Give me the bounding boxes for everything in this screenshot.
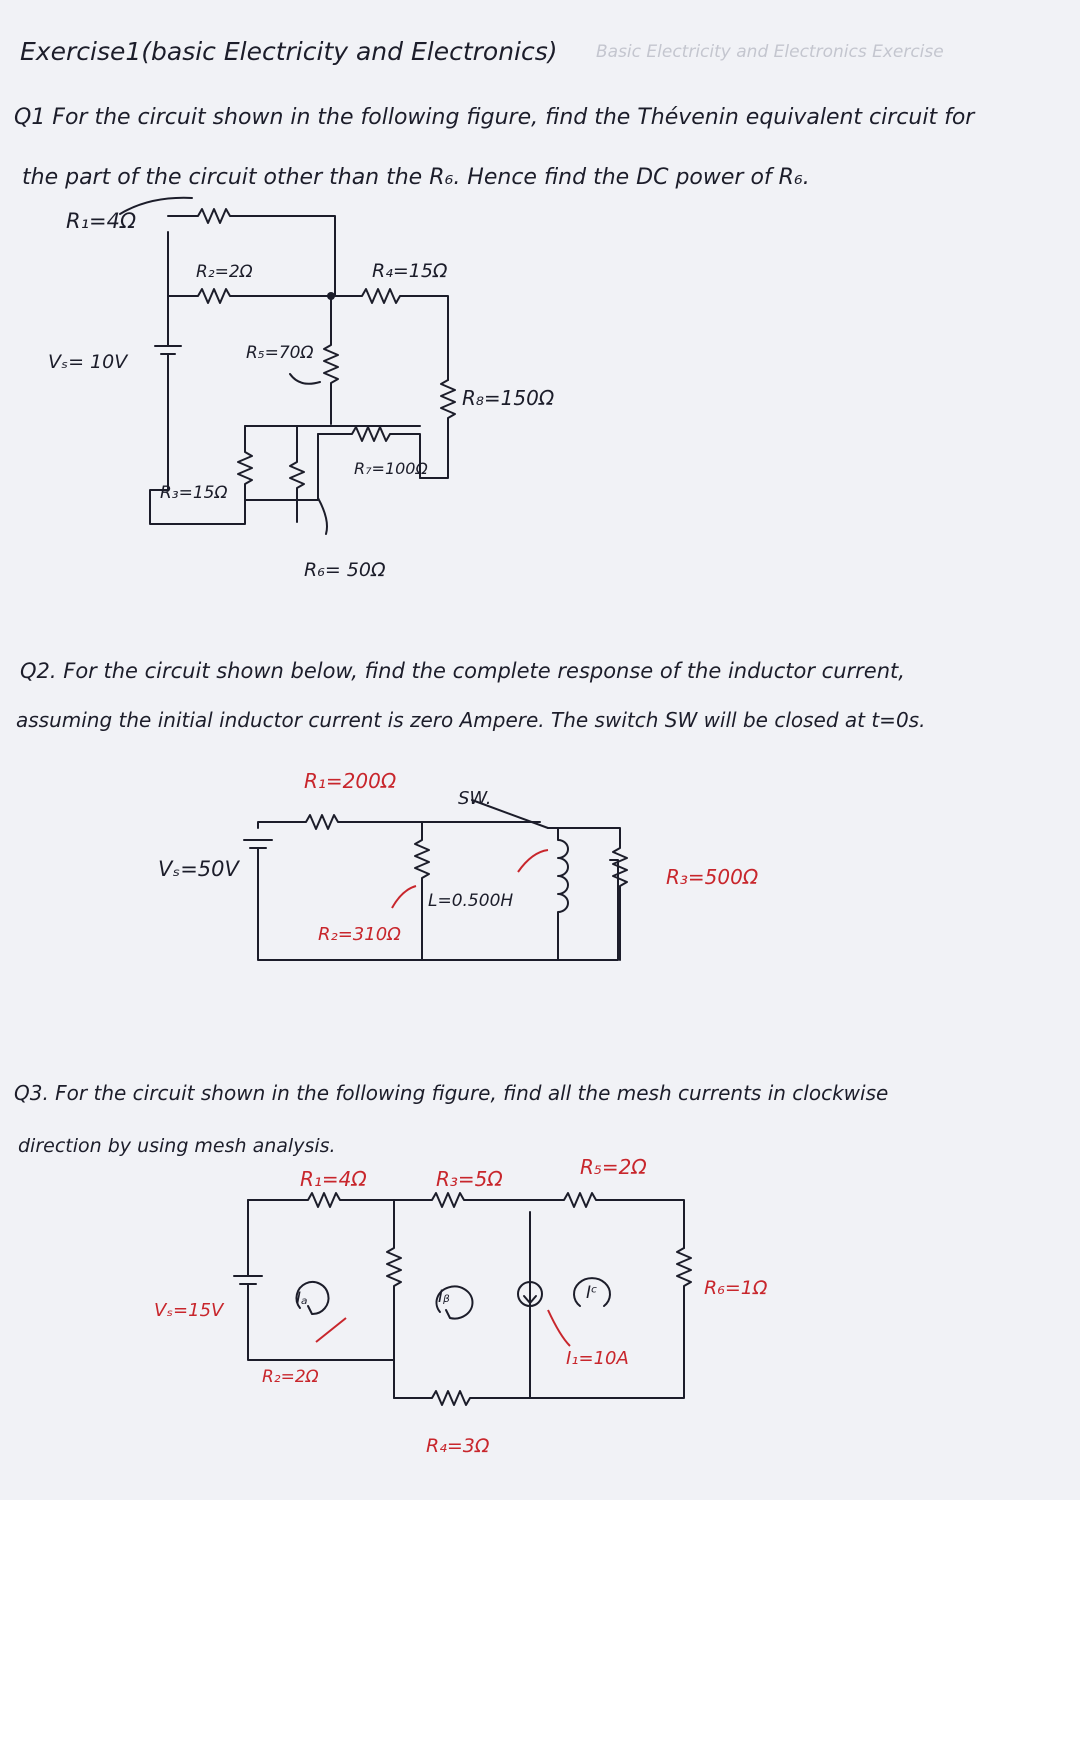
q3-line1: Q3. For the circuit shown in the followi… [14,1081,888,1105]
q1-label-r5: R₅=70Ω [246,343,314,363]
q2-label-sw: SW. [458,788,491,809]
q3-current-source [517,1281,543,1307]
q3-resistor-r3 [393,1192,525,1208]
bleed-through-text: Basic Electricity and Electronics Exerci… [596,42,944,62]
q1-resistor-r8 [419,379,456,479]
q3-label-i1: I₁=10A [566,1348,629,1369]
q2-label-r3: R₃=500Ω [666,865,759,889]
q1-resistor-r6 [289,425,305,523]
q2-inductor [547,827,569,961]
q3-label-r1: R₁=4Ω [300,1167,367,1191]
q3-mesh-label-a: Iₐ [296,1289,308,1309]
q1-label-r1: R₁=4Ω [66,209,136,233]
q2-resistor-r1 [257,814,423,830]
q1-r6-pointer [317,497,328,535]
q2-label-vs: Vₛ=50V [158,857,241,881]
q1-r5-pointer [289,373,321,385]
q2-r2-pointer [391,885,417,909]
q2-label-l: L=0.500H [428,891,513,911]
q1-label-r2: R₂=2Ω [196,262,253,282]
q3-resistor-r1 [247,1192,395,1208]
q1-wire [244,433,319,501]
q3-i1-pointer [547,1309,571,1347]
blank-area [0,1500,1080,1761]
q3-label-r2: R₂=2Ω [262,1367,319,1387]
q2-line2: assuming the initial inductor current is… [16,708,925,732]
q3-mesh-arrow-c [573,1277,611,1307]
q3-resistor-r5 [523,1192,685,1249]
q3-label-vs: Vₛ=15V [154,1300,225,1321]
q1-resistor-r1 [167,208,336,297]
q3-mesh-label-c: Iᶜ [586,1283,597,1303]
worksheet-title: Exercise1(basic Electricity and Electron… [20,37,558,66]
q3-label-r5: R₅=2Ω [580,1155,647,1179]
q2-label-r1: R₁=200Ω [304,769,397,793]
q3-circuit: R₁=4Ω R₃=5Ω R₅=2Ω Vₛ=15V Iₐ Iᵦ Iᶜ R₆=1Ω … [154,1155,768,1457]
q1-label-vs: Vₛ= 10V [48,351,129,373]
q1-r1-pointer [119,196,193,215]
q2-wire [257,847,619,961]
q1-resistor-r7 [317,426,421,479]
q3-line2: direction by using mesh analysis. [18,1135,336,1157]
worksheet-drawing: Exercise1(basic Electricity and Electron… [14,37,976,1457]
q1-circuit: R₁=4Ω R₂=2Ω R₄=15Ω Vₛ= 10V R₅=70Ω R₈=150… [48,196,555,581]
q3-mesh-arrow-b [435,1285,474,1320]
q2-l-pointer [517,849,549,873]
q3-mesh-label-b: Iᵦ [438,1287,450,1307]
q2-resistor-r2 [414,821,430,961]
q2-switch [471,799,549,829]
q1-label-r3: R₃=15Ω [160,483,228,503]
q1-resistor-r2 [167,288,331,304]
q1-line2: the part of the circuit other than the R… [22,165,810,190]
q3-label-r6: R₆=1Ω [704,1277,768,1299]
q2-resistor-r3 [557,827,628,961]
q1-label-r6: R₆= 50Ω [304,559,386,581]
q3-wire [529,1339,685,1399]
q1-resistor-r4 [330,288,449,381]
q2-circuit: R₁=200Ω SW. Vₛ=50V L=0.500H R₃=500Ω R₂=3… [158,769,759,961]
q3-r2-pointer [315,1317,347,1343]
q1-resistor-r5 [323,295,339,425]
q2-line1: Q2. For the circuit shown below, find th… [20,659,905,683]
q3-resistor-r6 [676,1247,692,1341]
q3-current-source-arrow [523,1285,537,1304]
q1-label-r7: R₇=100Ω [354,459,428,478]
q1-resistor-r3 [149,425,253,525]
q2-label-r2: R₂=310Ω [318,924,401,945]
q3-wire [247,1283,395,1361]
paper-sheet: Exercise1(basic Electricity and Electron… [0,0,1080,1500]
q1-label-r4: R₄=15Ω [372,260,448,282]
q1-line1: Q1 For the circuit shown in the followin… [14,105,976,130]
q3-label-r3: R₃=5Ω [436,1167,503,1191]
q3-resistor-r4 [393,1390,531,1406]
q3-mesh-arrow-a [295,1281,330,1316]
q3-label-r4: R₄=3Ω [426,1435,490,1457]
q1-label-r8: R₈=150Ω [462,386,555,410]
q3-resistor-r2 [386,1199,402,1361]
